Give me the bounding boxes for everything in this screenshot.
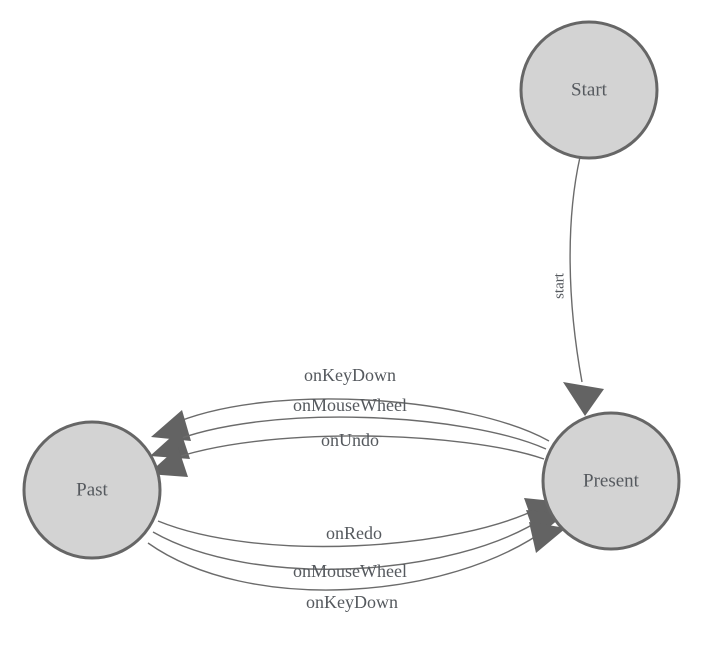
edge-label-present-past-keydown: onKeyDown: [304, 365, 396, 385]
state-node-start-circle: [519, 20, 659, 160]
edge-past-to-present-keydown[interactable]: onKeyDown: [147, 522, 566, 612]
edge-path-present-past-undo: [165, 435, 545, 462]
edge-start-to-present[interactable]: start: [551, 156, 604, 416]
edge-path-past-present-redo: [157, 505, 544, 548]
edge-path-present-past-keydown: [169, 398, 550, 442]
edge-label-past-present-redo: onRedo: [326, 523, 382, 543]
state-node-past[interactable]: Past: [22, 420, 162, 560]
state-node-past-circle: [22, 420, 162, 560]
edge-label-present-past-undo: onUndo: [321, 430, 379, 450]
state-node-present[interactable]: Present: [541, 411, 681, 551]
edge-arrowhead-past-present-keydown: [529, 522, 566, 553]
edge-label-start: start: [551, 272, 567, 299]
edge-path-past-present-keydown: [147, 527, 549, 591]
state-node-present-label: Present: [583, 470, 640, 491]
edge-path-past-present-mousewheel: [152, 516, 546, 570]
edge-arrowhead-start-present: [563, 382, 604, 416]
edge-label-past-present-keydown: onKeyDown: [306, 592, 398, 612]
edge-present-to-past-undo[interactable]: onUndo: [148, 430, 545, 477]
state-node-past-label: Past: [76, 479, 108, 500]
edge-label-present-past-mousewheel: onMouseWheel: [293, 395, 407, 415]
edge-present-to-past-mousewheel[interactable]: onMouseWheel: [150, 395, 547, 459]
edge-path-present-past-mousewheel: [167, 416, 547, 450]
edge-label-past-present-mousewheel: onMouseWheel: [293, 561, 407, 581]
state-node-start-label: Start: [571, 79, 608, 100]
state-node-start[interactable]: Start: [519, 20, 659, 160]
state-node-present-circle: [541, 411, 681, 551]
edge-path-start-present: [569, 156, 583, 383]
edge-arrowhead-present-past-mousewheel: [150, 429, 190, 459]
